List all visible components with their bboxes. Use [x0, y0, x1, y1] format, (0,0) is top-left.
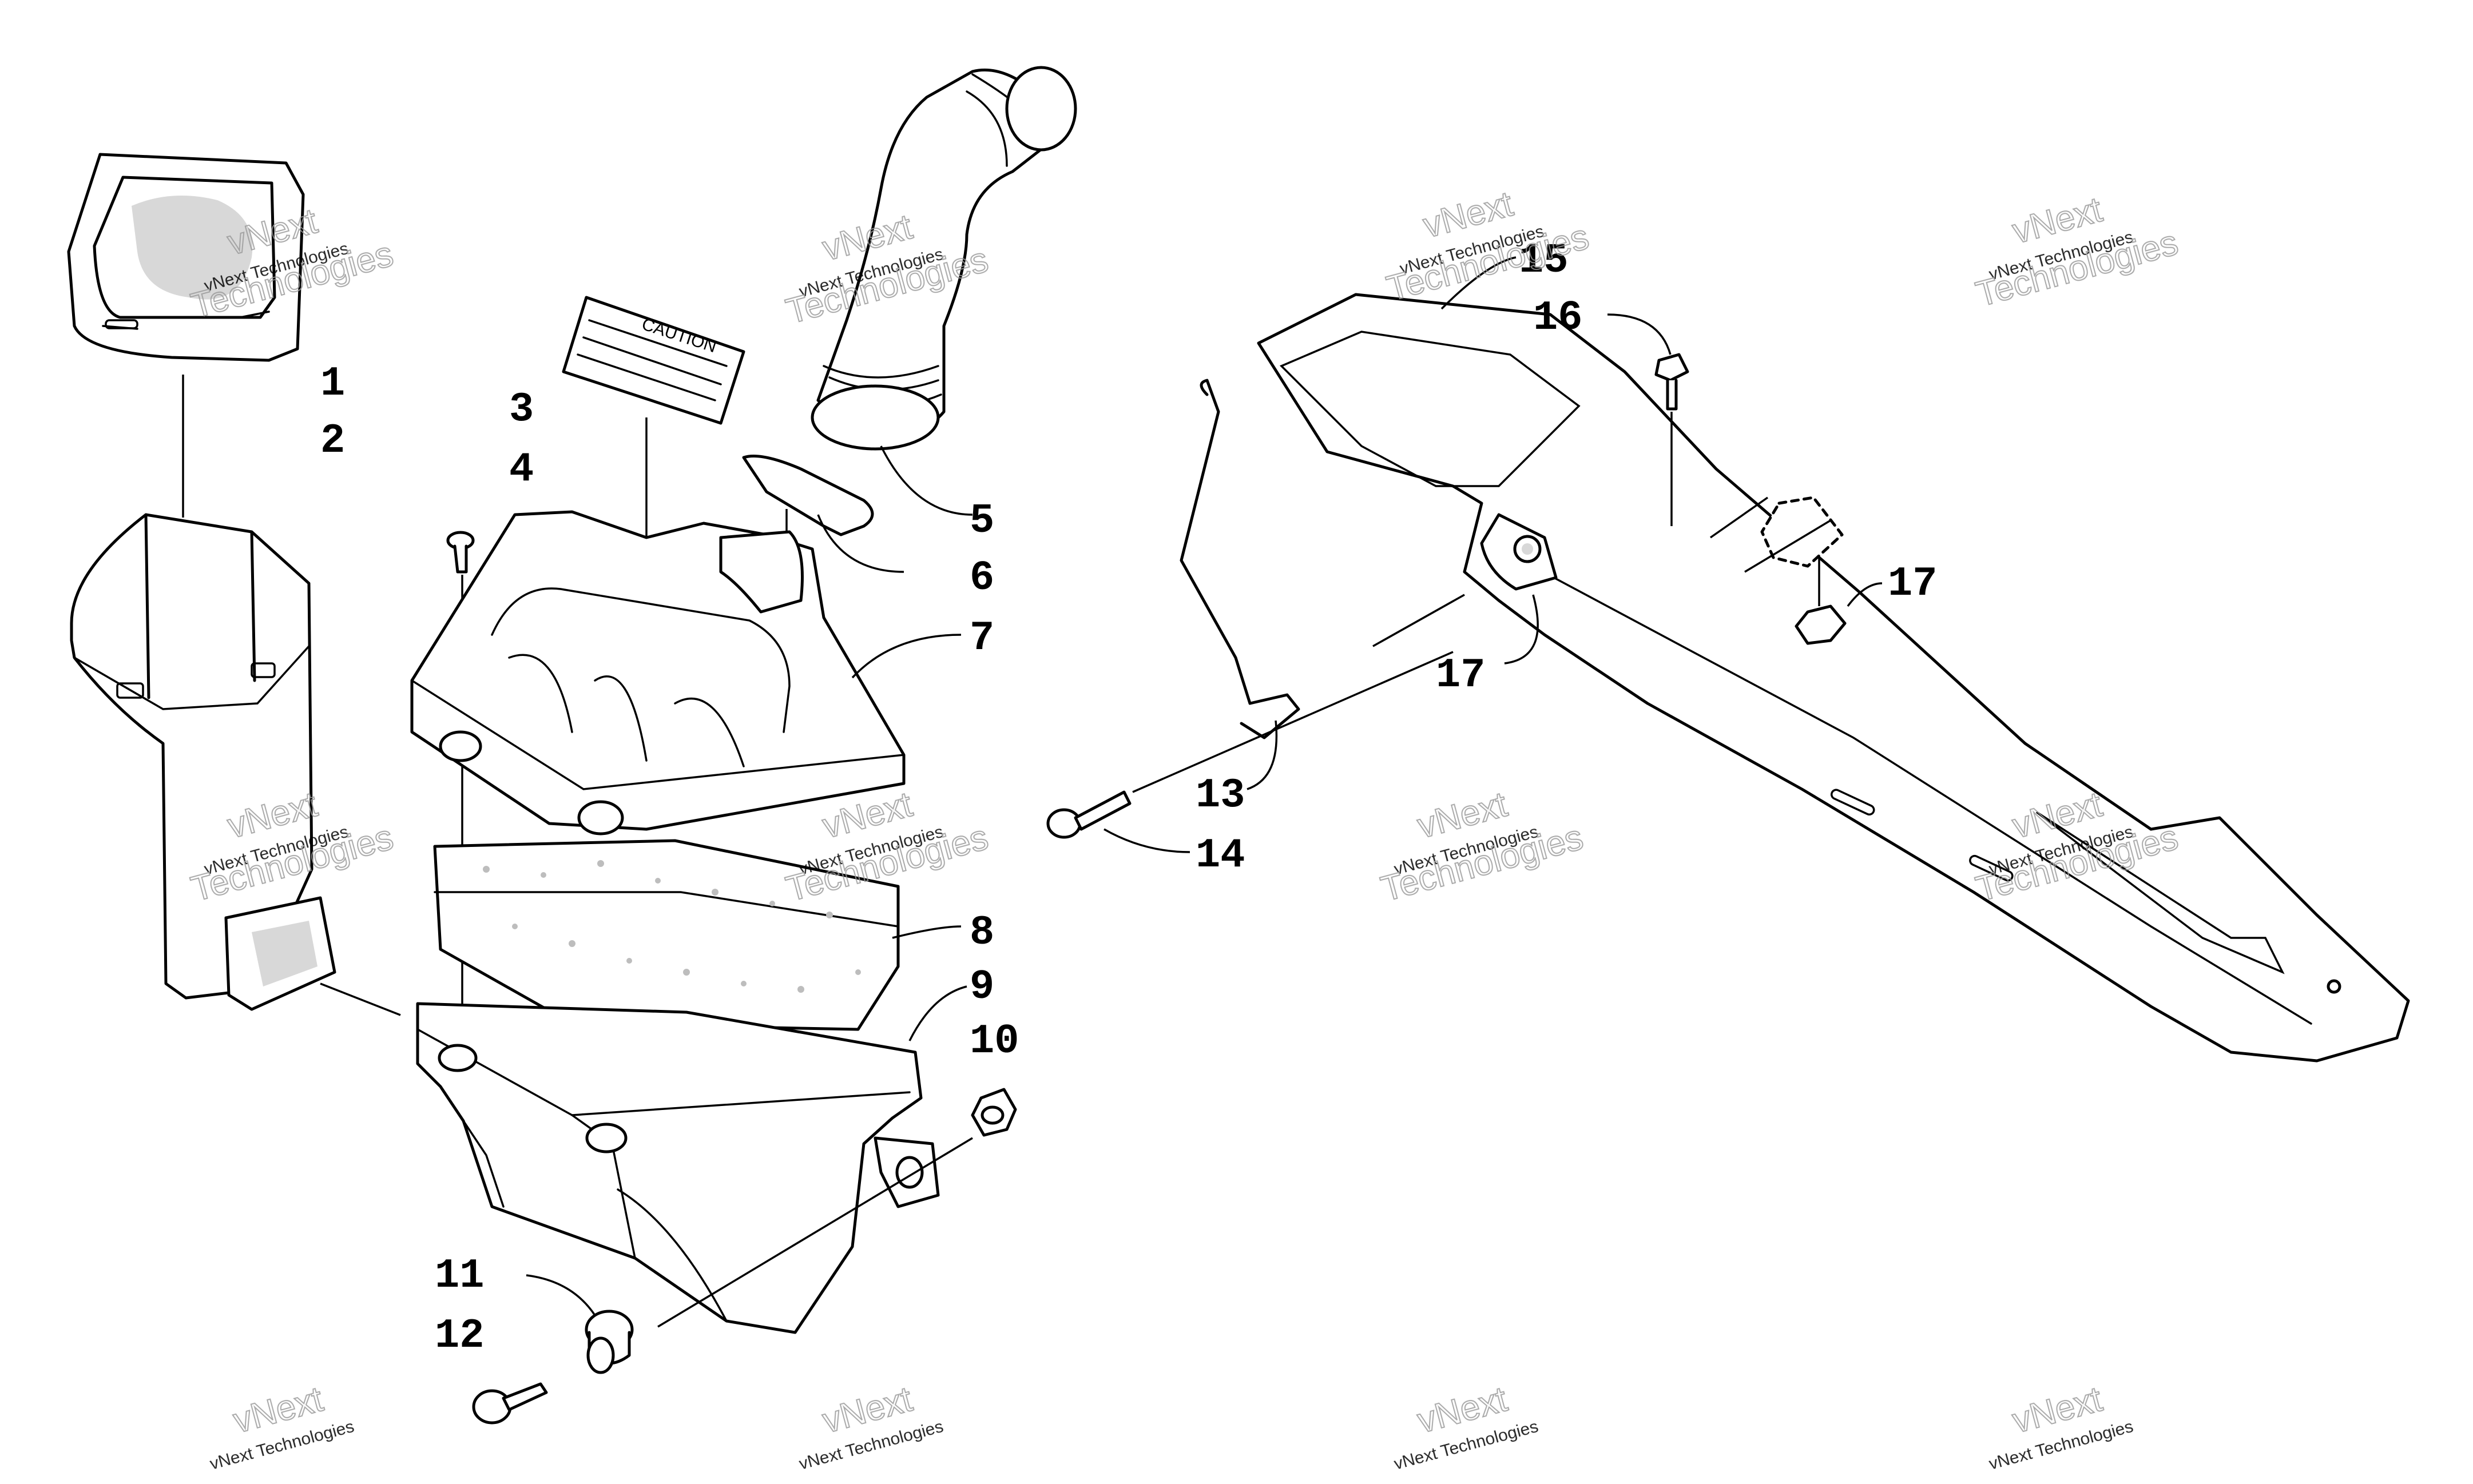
part-intake-cap: [67, 153, 305, 362]
callout-1: 1: [320, 360, 345, 407]
part-support-rod: [1180, 379, 1300, 790]
callout-17-right: 17: [1888, 560, 1937, 607]
watermark-12: vNext vNext Technologies: [1987, 1379, 2135, 1474]
part-frame-bracket: [1257, 256, 2410, 1063]
callout-13: 13: [1196, 772, 1245, 819]
part-airbox-cover: [410, 510, 962, 836]
watermark-10: vNext vNext Technologies: [797, 1379, 945, 1474]
callout-16: 16: [1533, 295, 1582, 341]
part-airbox-base: [320, 982, 967, 1334]
part-grommet-11: [526, 1274, 634, 1374]
svg-text:Technologies: Technologies: [1972, 223, 2182, 315]
part-nut-17: [1709, 496, 1883, 645]
part-bolt-16: [1607, 313, 1689, 526]
callout-9: 9: [970, 964, 994, 1010]
callout-5: 5: [970, 498, 994, 544]
callout-3: 3: [509, 386, 534, 433]
svg-text:Technologies: Technologies: [1377, 818, 1587, 909]
callout-11: 11: [435, 1252, 484, 1299]
watermark-9: vNext vNext Technologies: [208, 1379, 356, 1474]
watermark-7: vNext vNext Technologies Technologies: [1376, 784, 1587, 910]
part-bolt-14: [1046, 651, 1454, 853]
filter-texture: [483, 860, 861, 993]
callout-15: 15: [1519, 237, 1568, 284]
part-intake-boot: [811, 66, 1077, 516]
part-nut-10: [657, 1088, 1017, 1328]
part-air-filter: [433, 839, 962, 1031]
callout-2: 2: [320, 417, 345, 464]
callout-12: 12: [435, 1312, 484, 1359]
callout-6: 6: [970, 555, 994, 602]
watermark-11: vNext vNext Technologies: [1392, 1379, 1540, 1474]
part-intake-duct: [70, 375, 336, 1011]
callout-17-left: 17: [1436, 652, 1485, 699]
callout-4: 4: [509, 446, 534, 493]
callout-14: 14: [1196, 832, 1245, 879]
callout-10: 10: [970, 1018, 1019, 1065]
part-bolt-12: [472, 1382, 548, 1425]
watermark-3: vNext vNext Technologies Technologies: [1382, 184, 1593, 309]
callout-7: 7: [970, 615, 994, 662]
callout-8: 8: [970, 909, 994, 956]
part-hose-clamp: [742, 455, 904, 573]
callout-labels: 1 2 3 4 5 6 7 8 9 10 11 12 13 14 15 16 1…: [320, 237, 1937, 1359]
watermark-4: vNext vNext Technologies Technologies: [1971, 189, 2182, 315]
